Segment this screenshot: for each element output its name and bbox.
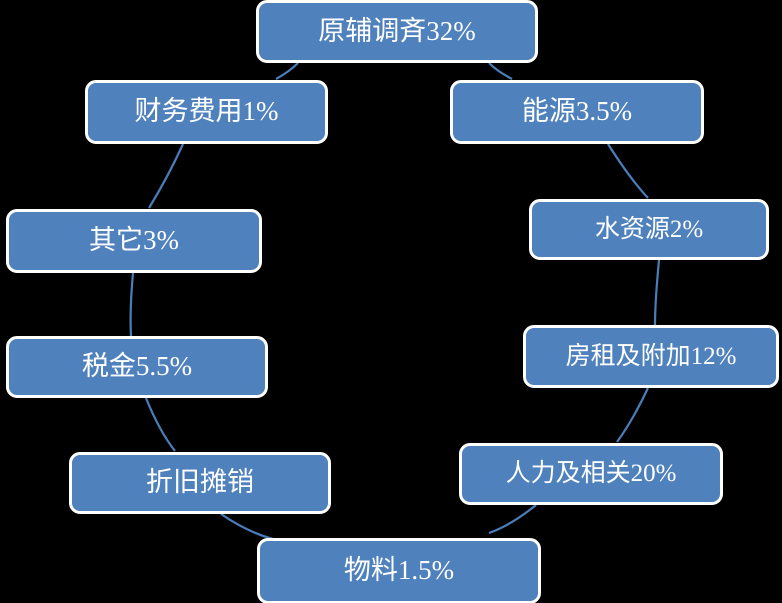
node-supplies[interactable]: 物料1.5%	[257, 538, 541, 603]
connector-energy-to-water	[607, 143, 649, 199]
node-energy[interactable]: 能源3.5%	[450, 80, 704, 144]
connector-raw-materials-to-energy	[488, 62, 513, 80]
connector-labor-to-supplies	[488, 504, 537, 535]
connector-rent-to-labor	[616, 387, 649, 443]
connector-depreciation-to-supplies	[220, 513, 278, 542]
connector-raw-materials-to-finance-cost	[275, 62, 299, 80]
node-label-depreciation: 折旧摊销	[146, 467, 254, 498]
node-finance-cost[interactable]: 财务费用1%	[85, 80, 328, 144]
node-label-labor: 人力及相关20%	[505, 460, 677, 488]
node-labor[interactable]: 人力及相关20%	[459, 443, 723, 505]
node-raw-materials[interactable]: 原辅调斉32%	[256, 0, 538, 63]
node-label-tax: 税金5.5%	[81, 351, 193, 382]
node-label-raw-materials: 原辅调斉32%	[318, 15, 476, 46]
node-label-energy: 能源3.5%	[521, 96, 633, 127]
node-rent[interactable]: 房租及附加12%	[523, 325, 779, 388]
node-depreciation[interactable]: 折旧摊销	[69, 452, 331, 514]
node-other[interactable]: 其它3%	[6, 209, 262, 273]
connector-water-to-rent	[653, 259, 661, 326]
connector-other-to-tax	[129, 272, 135, 337]
node-label-supplies: 物料1.5%	[343, 555, 455, 586]
connector-tax-to-depreciation	[144, 397, 176, 452]
node-water[interactable]: 水资源2%	[529, 199, 769, 260]
node-tax[interactable]: 税金5.5%	[6, 336, 268, 398]
node-label-other: 其它3%	[89, 225, 179, 256]
connector-finance-cost-to-other	[148, 143, 185, 209]
node-label-rent: 房租及附加12%	[565, 342, 737, 370]
node-label-water: 水资源2%	[594, 215, 704, 243]
node-label-finance-cost: 财务费用1%	[134, 96, 279, 127]
